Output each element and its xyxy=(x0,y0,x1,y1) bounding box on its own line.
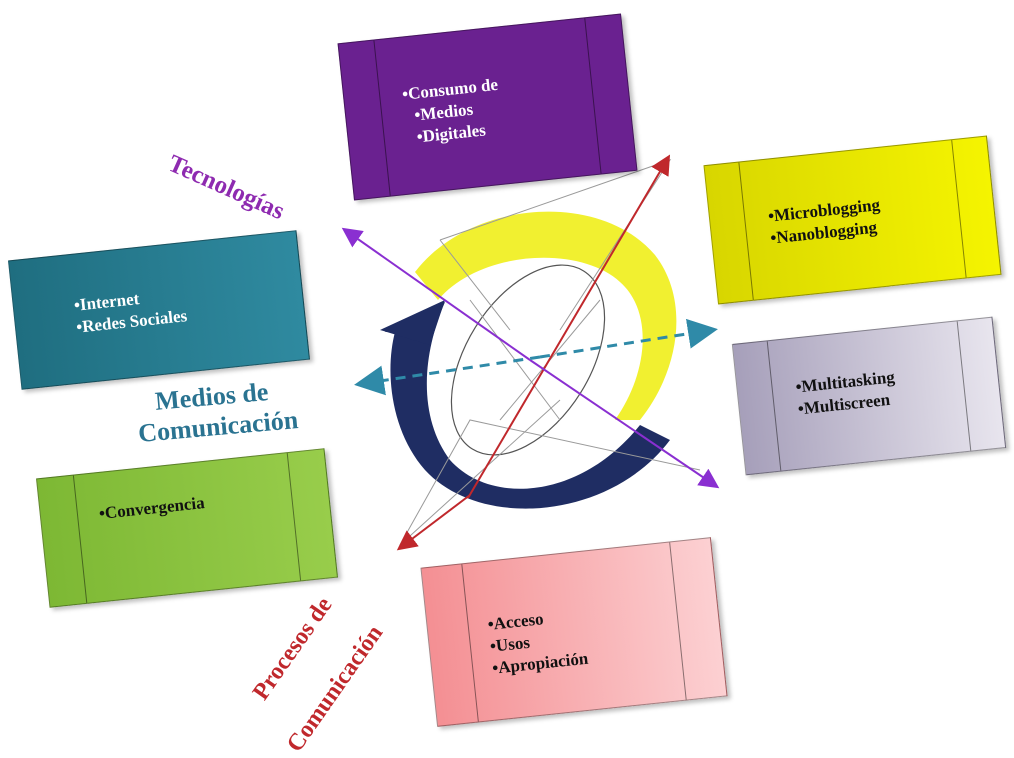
dashed-horizontal-arrow xyxy=(539,318,718,359)
violet-diagonal-arrow xyxy=(341,227,531,361)
box-acceso: Acceso Usos Apropiación xyxy=(420,537,728,727)
box-microblogging: Microblogging Nanoblogging xyxy=(703,135,1002,305)
yellow-cycle-arrow xyxy=(415,211,677,420)
navy-arrowhead xyxy=(380,300,445,345)
center-ellipse xyxy=(450,264,606,456)
red-diagonal-arrow xyxy=(467,154,671,499)
box-consumo: Consumo de Medios Digitales xyxy=(337,13,638,201)
convergencia-item: Convergencia xyxy=(98,492,206,525)
box-multitasking: Multitasking Multiscreen xyxy=(731,316,1007,476)
